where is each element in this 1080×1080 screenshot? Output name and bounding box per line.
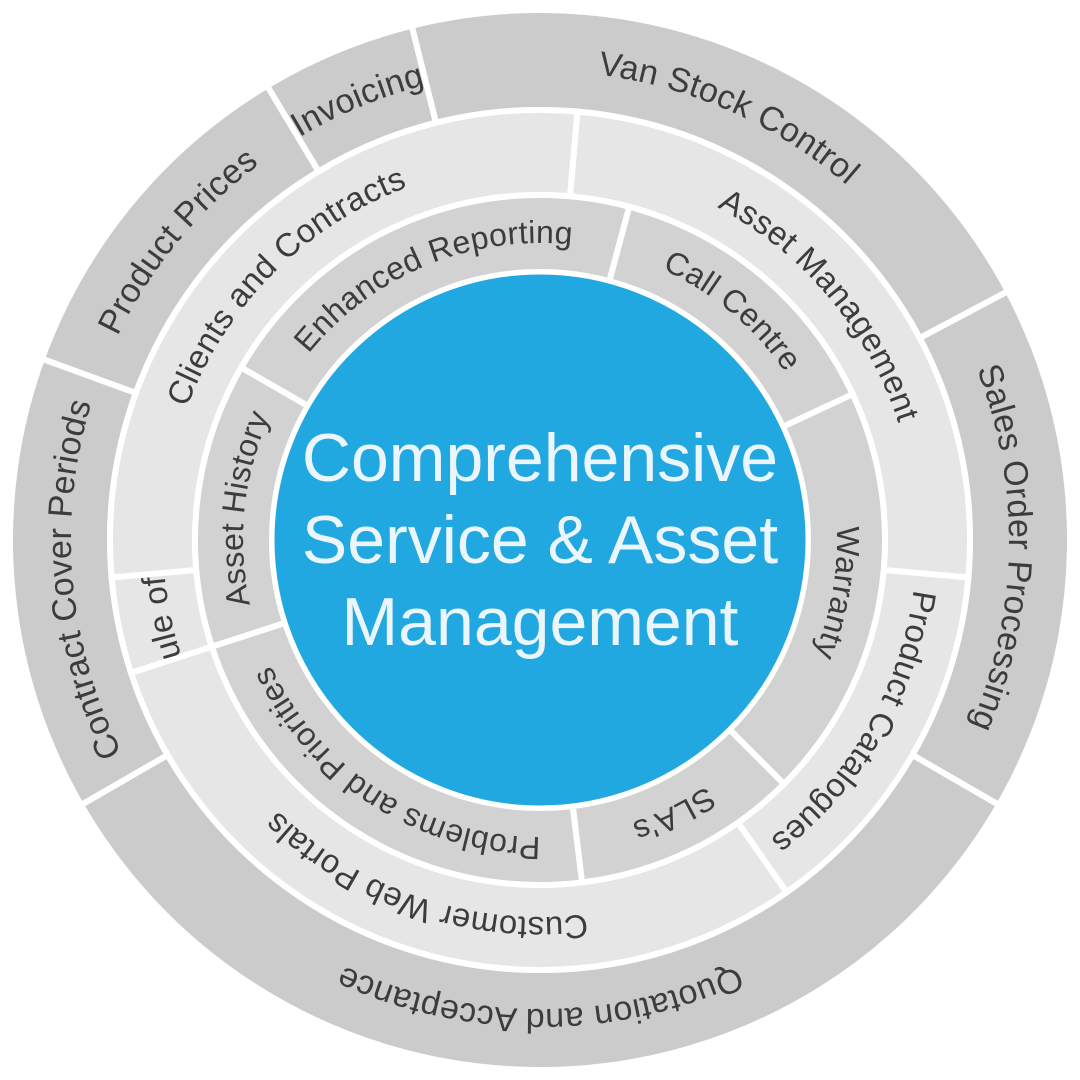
middle-ring: Clients and Contracts Asset Management P… xyxy=(0,0,970,970)
segment-sales-order-processing: Sales Order Processing xyxy=(908,287,1073,810)
center-title-line-2: Service & Asset xyxy=(302,502,778,578)
center-circle xyxy=(269,269,811,811)
center-title-line-1: Comprehensive xyxy=(302,420,778,496)
segment-warranty: Warranty xyxy=(725,390,888,789)
center-hub: Comprehensive Service & Asset Management xyxy=(269,269,811,811)
center-title-line-3: Management xyxy=(342,584,739,660)
